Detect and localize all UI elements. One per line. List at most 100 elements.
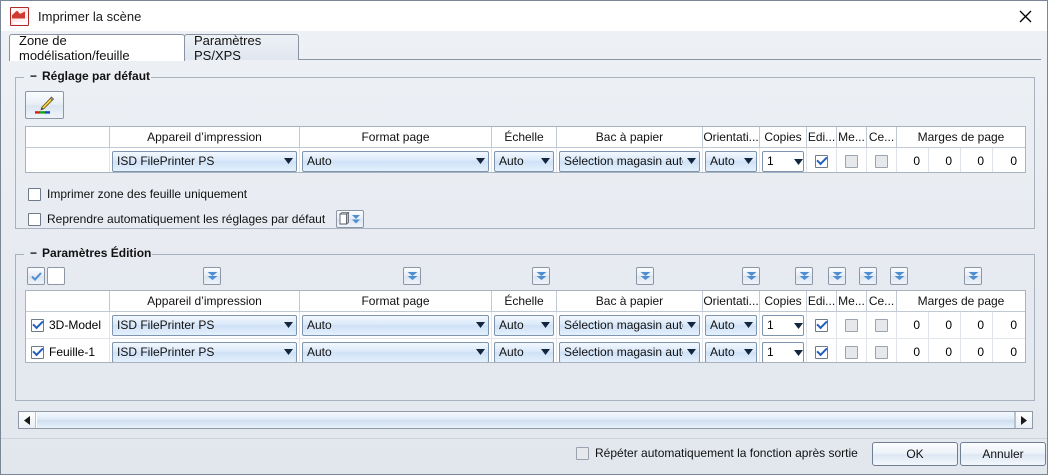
page-format-combo[interactable]: Auto [302, 314, 489, 336]
cell-margin-4[interactable]: 0 [1010, 345, 1017, 359]
orientation-combo[interactable]: Auto [705, 341, 757, 362]
uncheck-all-icon[interactable] [47, 267, 65, 285]
ce-checkbox[interactable] [875, 154, 888, 168]
paper-tray-combo[interactable]: Sélection magasin auto [559, 314, 700, 336]
row-select-checkbox[interactable] [31, 318, 44, 332]
me-checkbox[interactable] [845, 345, 858, 359]
device-combo[interactable]: ISD FilePrinter PS [112, 341, 297, 362]
cell-margin-2[interactable]: 0 [929, 148, 961, 172]
collapse-toggle-edition[interactable]: − [30, 246, 38, 260]
edit-checkbox[interactable] [815, 318, 828, 332]
cell-margin-2[interactable]: 0 [929, 312, 961, 338]
cell-margin-3[interactable]: 0 [961, 312, 993, 338]
copies-value: 1 [767, 318, 774, 332]
paper-tray-combo[interactable]: Sélection magasin auto [559, 341, 700, 362]
edit-default-settings-button[interactable] [25, 91, 64, 119]
default-table-header: Appareil d’impression Format page Échell… [26, 127, 1025, 148]
cell-copies: 1 [760, 312, 807, 338]
ok-button[interactable]: OK [872, 442, 958, 466]
orientation-combo-value: Auto [710, 345, 735, 359]
arrow-right-icon[interactable] [1015, 412, 1032, 428]
row-select-checkbox[interactable] [31, 345, 44, 359]
cell-margin-4[interactable]: 0 [1010, 318, 1017, 332]
edit-checkbox[interactable] [815, 345, 828, 359]
scale-combo[interactable]: Auto [494, 314, 554, 336]
edit-bulk-dropdown-button[interactable] [828, 267, 846, 285]
copies-bulk-dropdown-button[interactable] [795, 267, 813, 285]
cell-me [837, 339, 867, 362]
th2-ce: Ce... [867, 291, 897, 311]
cancel-button-label: Annuler [982, 447, 1024, 461]
paper-tray-combo[interactable]: Sélection magasin auto [559, 150, 700, 172]
page-format-bulk-dropdown-button[interactable] [403, 267, 421, 285]
cell-margin-1[interactable]: 0 [897, 148, 929, 172]
cell-margin-2[interactable]: 0 [929, 339, 961, 362]
arrow-left-icon[interactable] [19, 412, 36, 428]
cell-margin-4[interactable]: 0 [1010, 154, 1017, 168]
orientation-bulk-dropdown-button[interactable] [742, 267, 760, 285]
chevron-down-icon [280, 349, 296, 355]
print-sheet-area-only-label: Imprimer zone des feuille uniquement [47, 187, 248, 201]
page-format-combo[interactable]: Auto [302, 341, 489, 362]
cell-margin-1[interactable]: 0 [897, 312, 929, 338]
table-row: 3D-Model ISD FilePrinter PS Auto [26, 312, 1025, 339]
auto-reapply-defaults-row[interactable]: Reprendre automatiquement les réglages p… [28, 210, 365, 228]
page-format-combo-value: Auto [307, 154, 332, 168]
chevron-down-icon [683, 322, 699, 328]
scale-combo-value: Auto [499, 345, 524, 359]
device-combo[interactable]: ISD FilePrinter PS [112, 150, 297, 172]
th-orientation: Orientati... [703, 127, 760, 147]
scale-bulk-dropdown-button[interactable] [532, 267, 550, 285]
auto-reapply-defaults-checkbox[interactable] [28, 212, 41, 226]
page-format-combo[interactable]: Auto [302, 150, 489, 172]
repeat-function-checkbox[interactable] [576, 446, 589, 460]
repeat-function-row[interactable]: Répéter automatiquement la fonction aprè… [576, 446, 858, 460]
scrollbar-thumb[interactable] [36, 412, 1015, 428]
me-checkbox[interactable] [845, 318, 858, 332]
cell-ce [867, 339, 897, 362]
cell-margin-3[interactable]: 0 [961, 148, 993, 172]
tab-ps-xps-settings[interactable]: Paramètres PS/XPS [184, 33, 299, 63]
device-combo[interactable]: ISD FilePrinter PS [112, 314, 297, 336]
cell-margin-1[interactable]: 0 [897, 339, 929, 362]
ce-bulk-dropdown-button[interactable] [890, 267, 908, 285]
me-checkbox[interactable] [845, 154, 858, 168]
orientation-combo-value: Auto [710, 154, 735, 168]
ce-checkbox[interactable] [875, 318, 888, 332]
orientation-combo[interactable]: Auto [705, 150, 757, 172]
scale-combo[interactable]: Auto [494, 150, 554, 172]
orientation-combo[interactable]: Auto [705, 314, 757, 336]
cancel-button[interactable]: Annuler [960, 442, 1046, 466]
print-sheet-area-only-checkbox[interactable] [28, 187, 41, 201]
cell-edit [807, 339, 837, 362]
page-dropdown-icon[interactable] [336, 210, 365, 228]
copies-spinner[interactable]: 1 [762, 150, 804, 172]
device-bulk-dropdown-button[interactable] [203, 267, 221, 285]
print-sheet-area-only-row[interactable]: Imprimer zone des feuille uniquement [28, 187, 247, 201]
default-settings-group-label: − Réglage par défaut [26, 69, 154, 83]
ok-button-label: OK [906, 447, 924, 461]
cell-page-format: Auto [300, 339, 492, 362]
horizontal-scrollbar[interactable] [18, 411, 1033, 429]
chevron-down-icon [472, 322, 488, 328]
ce-checkbox[interactable] [875, 345, 888, 359]
copies-spinner[interactable]: 1 [762, 341, 804, 362]
paper-tray-bulk-dropdown-button[interactable] [636, 267, 654, 285]
close-icon[interactable] [1003, 1, 1047, 31]
th-margins: Marges de page [917, 130, 1005, 144]
title-bar: Imprimer la scène [1, 1, 1047, 31]
cell-margin-3[interactable]: 0 [961, 339, 993, 362]
me-bulk-dropdown-button[interactable] [859, 267, 877, 285]
edit-checkbox[interactable] [815, 154, 828, 168]
margins-bulk-dropdown-button[interactable] [964, 267, 982, 285]
cell-copies: 1 [760, 339, 807, 362]
th2-margins: Marges de page [917, 294, 1005, 308]
scale-combo[interactable]: Auto [494, 341, 554, 362]
tab-modeling-area[interactable]: Zone de modélisation/feuille [9, 33, 185, 63]
th-ce: Ce... [867, 127, 897, 147]
collapse-toggle-default[interactable]: − [30, 69, 38, 83]
edition-settings-table: Appareil d’impression Format page Échell… [25, 290, 1026, 363]
th-page-format: Format page [300, 127, 492, 147]
check-all-icon[interactable] [27, 267, 45, 285]
copies-spinner[interactable]: 1 [762, 314, 804, 336]
